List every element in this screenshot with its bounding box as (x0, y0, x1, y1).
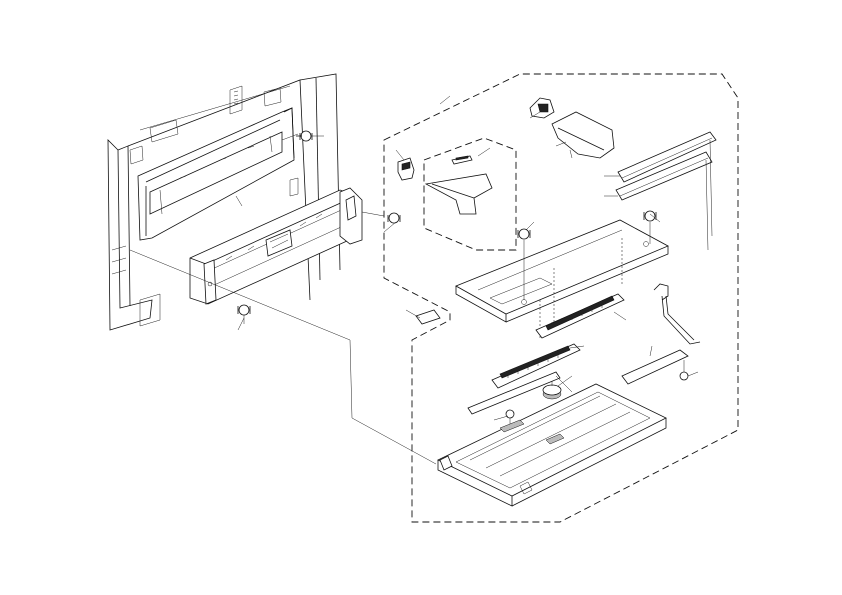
cover-plate-leader (555, 141, 567, 147)
side-screw-leader (383, 221, 397, 233)
link-arm (621, 283, 701, 385)
base-plate (455, 219, 669, 340)
rack-lower (491, 343, 581, 389)
rack-upper (535, 293, 625, 339)
side-screw (361, 211, 401, 224)
callout-leaders (235, 95, 699, 421)
upper-screw (281, 130, 313, 142)
side-plate (467, 371, 561, 415)
pad-leader (405, 309, 421, 319)
paper-tray (437, 383, 667, 507)
gear (542, 378, 562, 400)
shoulder-screw-leader (687, 371, 699, 377)
guide-rails (615, 131, 717, 251)
lower-screw (237, 304, 251, 324)
assembly-guide-line (129, 249, 437, 465)
rack-lower-leader (569, 345, 585, 349)
holder-bracket (424, 155, 493, 215)
machine-frame (107, 73, 341, 331)
kit-boundary-leader (439, 95, 451, 105)
right-screw-leader (649, 213, 661, 223)
gear-leader (557, 375, 573, 387)
small-guide (397, 157, 415, 181)
feed-unit-frame-leader (235, 195, 243, 207)
bottom-screw-leader (493, 415, 509, 421)
link-arm-leader (649, 345, 653, 357)
shoulder-screw (679, 360, 689, 381)
center-screw (517, 228, 531, 300)
paper-feed-unit (189, 187, 363, 305)
side-plate-leader (555, 375, 573, 393)
sub-assembly-boundary (423, 137, 517, 251)
kit-boundary (383, 73, 739, 523)
stopper (529, 97, 555, 119)
cover-plate (551, 111, 615, 159)
right-screw (643, 210, 657, 244)
holder-leader (477, 147, 491, 157)
bottom-screw (505, 409, 515, 424)
small-guide-leader (395, 149, 405, 161)
feed-frame-plate (137, 107, 295, 241)
lower-screw-leader (237, 317, 245, 331)
center-screw-leader (525, 221, 535, 231)
rack-upper-leader (613, 311, 627, 321)
stopper-leader (529, 111, 541, 119)
pad (415, 309, 441, 325)
